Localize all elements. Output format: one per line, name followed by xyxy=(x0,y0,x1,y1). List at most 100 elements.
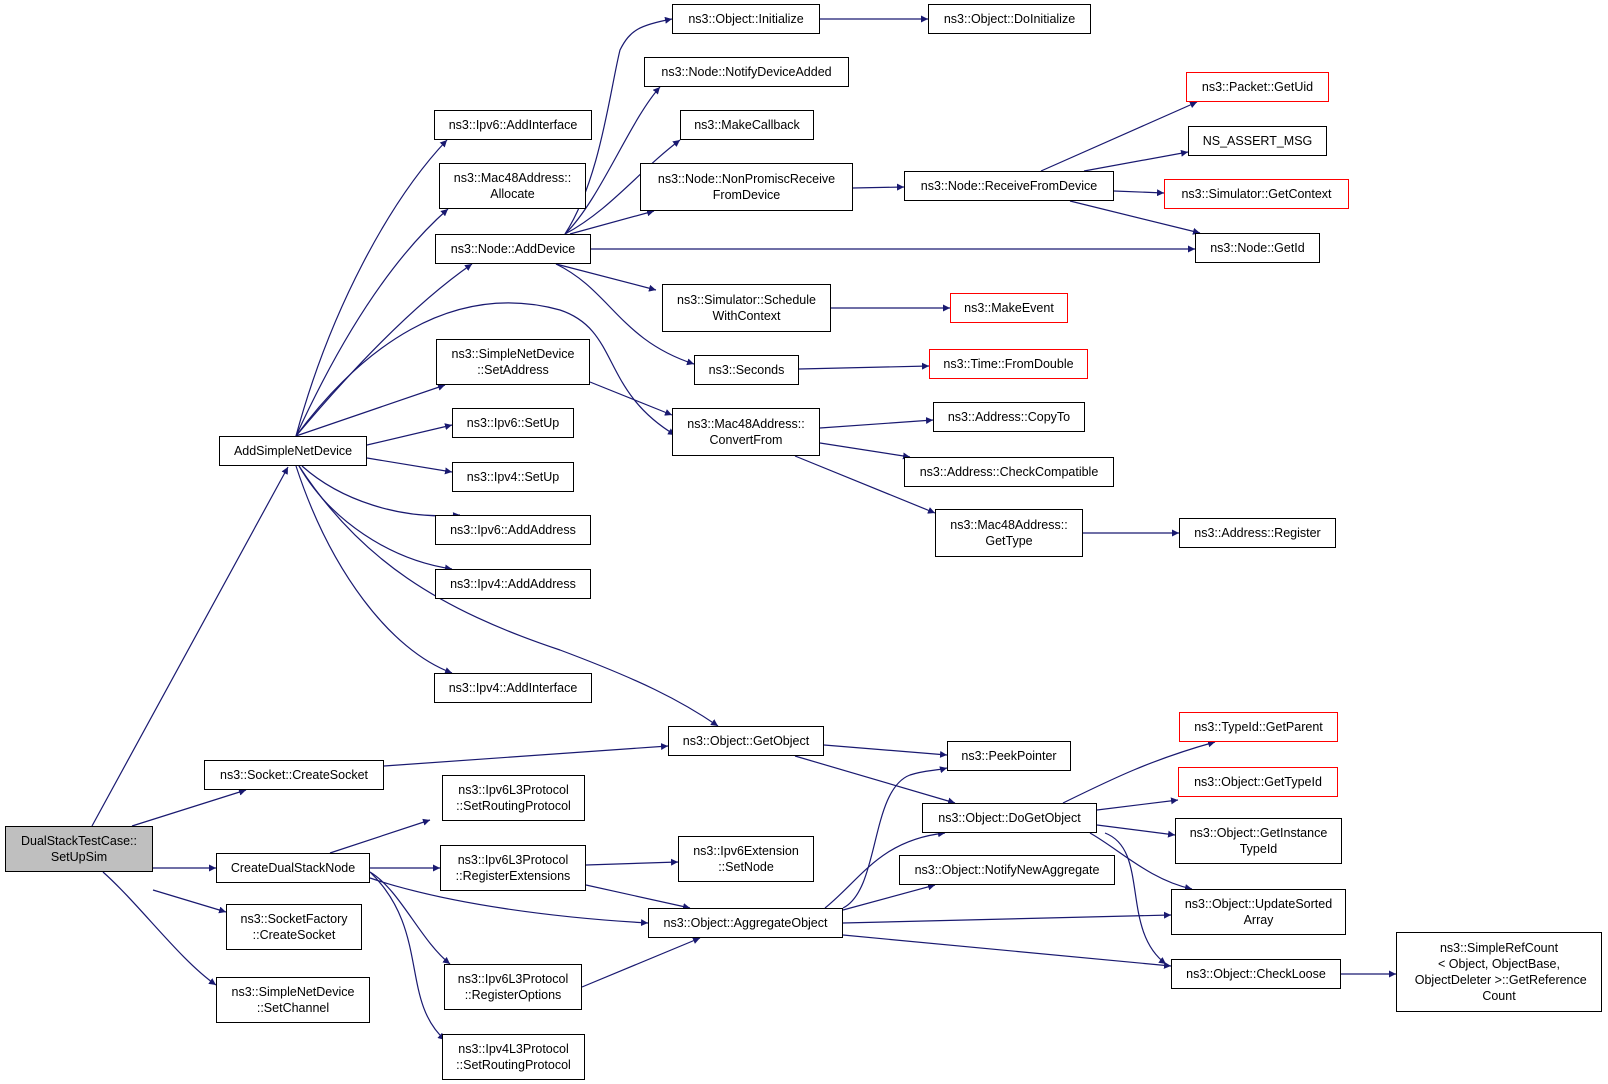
edge-sndsetaddr-macconvert xyxy=(589,381,673,416)
edge-dogetobj-updsorted xyxy=(1089,832,1193,891)
edge-nodeadddev-notify xyxy=(564,86,661,235)
edge-add-ipv4setup xyxy=(366,457,453,475)
edge-v6regext-aggobj xyxy=(585,884,691,910)
node-socket-create-socket[interactable]: ns3::Socket::CreateSocket xyxy=(204,760,384,790)
edge-getobject-dogetobj xyxy=(794,755,956,805)
node-node-notify-device-added[interactable]: ns3::Node::NotifyDeviceAdded xyxy=(644,57,849,87)
node-seconds[interactable]: ns3::Seconds xyxy=(694,355,799,385)
edge-root-sockfactory xyxy=(152,889,227,914)
node-ipv4-add-interface[interactable]: ns3::Ipv4::AddInterface xyxy=(434,673,592,703)
node-object-do-get-object[interactable]: ns3::Object::DoGetObject xyxy=(922,803,1097,833)
node-ipv6l3-register-extensions[interactable]: ns3::Ipv6L3Protocol ::RegisterExtensions xyxy=(440,845,586,891)
edge-add-nodeadddev xyxy=(295,263,473,437)
edge-getobject-peekpointer xyxy=(823,744,948,758)
edge-aggobj-dogetobj xyxy=(824,830,946,909)
node-ipv4-add-address[interactable]: ns3::Ipv4::AddAddress xyxy=(435,569,591,599)
edge-root-createsocket xyxy=(131,788,247,827)
edge-macconvert-macgettype xyxy=(794,455,936,514)
node-peek-pointer[interactable]: ns3::PeekPointer xyxy=(947,741,1071,771)
node-node-receive-from-device[interactable]: ns3::Node::ReceiveFromDevice xyxy=(904,171,1114,201)
edge-recvfromdev-getuid xyxy=(1040,101,1198,172)
node-packet-get-uid[interactable]: ns3::Packet::GetUid xyxy=(1186,72,1329,102)
node-mac48-get-type[interactable]: ns3::Mac48Address:: GetType xyxy=(935,509,1083,557)
edge-recvfromdev-getid xyxy=(1069,200,1201,235)
edge-add-sndsetaddr xyxy=(295,383,446,437)
edge-nodeadddev-makecallback xyxy=(564,139,681,235)
node-socket-factory-create-socket[interactable]: ns3::SocketFactory ::CreateSocket xyxy=(226,904,362,950)
edge-dogetobj-checkloose xyxy=(1104,832,1167,965)
node-ns-assert-msg[interactable]: NS_ASSERT_MSG xyxy=(1188,126,1327,156)
edge-dogetobj-getinsttypeid xyxy=(1096,824,1176,838)
node-ipv6l3-register-options[interactable]: ns3::Ipv6L3Protocol ::RegisterOptions xyxy=(444,964,582,1010)
edge-add-macalloc xyxy=(295,208,449,437)
node-simulator-get-context[interactable]: ns3::Simulator::GetContext xyxy=(1164,179,1349,209)
node-ipv4l3-set-routing-protocol[interactable]: ns3::Ipv4L3Protocol ::SetRoutingProtocol xyxy=(442,1034,585,1080)
node-simulator-schedule-with-context[interactable]: ns3::Simulator::Schedule WithContext xyxy=(662,284,831,332)
node-simple-net-device-set-address[interactable]: ns3::SimpleNetDevice ::SetAddress xyxy=(436,339,590,385)
edge-add-ipv6addaddr xyxy=(301,465,461,520)
node-node-add-device[interactable]: ns3::Node::AddDevice xyxy=(435,234,591,264)
edge-dogetobj-getparent xyxy=(1062,740,1216,804)
node-object-check-loose[interactable]: ns3::Object::CheckLoose xyxy=(1171,959,1341,989)
node-dualstack-setupsim[interactable]: DualStackTestCase:: SetUpSim xyxy=(5,826,153,872)
node-object-do-initialize[interactable]: ns3::Object::DoInitialize xyxy=(928,4,1091,34)
edge-macconvert-checkcompat xyxy=(819,442,911,460)
edge-createsocket-getobject xyxy=(383,743,669,767)
edge-v6regext-extsetnode xyxy=(585,858,679,866)
edge-root-setchannel xyxy=(102,871,217,986)
edge-createdual-v6regopt xyxy=(369,871,451,965)
node-address-check-compatible[interactable]: ns3::Address::CheckCompatible xyxy=(904,457,1114,487)
edge-aggobj-checkloose xyxy=(842,934,1172,969)
node-ipv6l3-set-routing-protocol[interactable]: ns3::Ipv6L3Protocol ::SetRoutingProtocol xyxy=(442,775,585,821)
edge-createdual-v6setrouting xyxy=(329,818,431,854)
edge-seconds-fromdouble xyxy=(798,362,930,370)
node-object-aggregate-object[interactable]: ns3::Object::AggregateObject xyxy=(648,908,843,938)
node-node-nonpromisc-receive[interactable]: ns3::Node::NonPromiscReceive FromDevice xyxy=(640,163,853,211)
node-add-simple-net-device[interactable]: AddSimpleNetDevice xyxy=(219,436,367,466)
node-object-update-sorted-array[interactable]: ns3::Object::UpdateSorted Array xyxy=(1171,889,1346,935)
node-object-get-instance-typeid[interactable]: ns3::Object::GetInstance TypeId xyxy=(1175,818,1342,864)
edge-v6regopt-aggobj xyxy=(581,937,701,988)
edge-aggobj-updsorted xyxy=(842,911,1172,924)
node-ipv6-add-address[interactable]: ns3::Ipv6::AddAddress xyxy=(435,515,591,545)
edge-nodeadddev-schedctx xyxy=(555,263,657,292)
edge-add-ipv4addif xyxy=(295,465,453,674)
edge-nodeadddev-seconds xyxy=(555,263,695,366)
node-mac48-convert-from[interactable]: ns3::Mac48Address:: ConvertFrom xyxy=(672,408,820,456)
node-ipv6-extension-set-node[interactable]: ns3::Ipv6Extension ::SetNode xyxy=(678,836,814,882)
edge-add-macconvert xyxy=(295,302,676,437)
edge-root-addsimple xyxy=(91,466,289,827)
edge-aggobj-peekpointer xyxy=(842,766,948,909)
node-object-get-object[interactable]: ns3::Object::GetObject xyxy=(668,726,824,756)
node-object-get-typeid[interactable]: ns3::Object::GetTypeId xyxy=(1178,767,1338,797)
node-ipv6-add-interface[interactable]: ns3::Ipv6::AddInterface xyxy=(434,110,592,140)
node-make-callback[interactable]: ns3::MakeCallback xyxy=(680,110,814,140)
node-ipv6-setup[interactable]: ns3::Ipv6::SetUp xyxy=(452,408,574,438)
node-ipv4-setup[interactable]: ns3::Ipv4::SetUp xyxy=(452,462,574,492)
node-object-initialize[interactable]: ns3::Object::Initialize xyxy=(672,4,820,34)
edge-macconvert-copyto xyxy=(819,417,934,429)
node-address-copy-to[interactable]: ns3::Address::CopyTo xyxy=(933,402,1085,432)
node-address-register[interactable]: ns3::Address::Register xyxy=(1179,518,1336,548)
node-object-notify-new-aggregate[interactable]: ns3::Object::NotifyNewAggregate xyxy=(899,855,1115,885)
edge-createdual-aggobj xyxy=(369,877,649,927)
node-typeid-get-parent[interactable]: ns3::TypeId::GetParent xyxy=(1179,712,1338,742)
node-make-event[interactable]: ns3::MakeEvent xyxy=(950,293,1068,323)
node-node-get-id[interactable]: ns3::Node::GetId xyxy=(1195,233,1320,263)
edge-add-ipv6setup xyxy=(366,423,453,446)
edge-nonpromisc-recvfromdev xyxy=(852,183,905,191)
edge-add-ipv6addif xyxy=(295,139,448,437)
edge-createdual-v4setrouting xyxy=(369,871,446,1041)
node-simple-ref-count-get-reference-count[interactable]: ns3::SimpleRefCount < Object, ObjectBase… xyxy=(1396,932,1602,1012)
edge-recvfromdev-nsassert xyxy=(1083,149,1189,172)
edge-aggobj-notifynewagg xyxy=(842,883,936,911)
node-simple-net-device-set-channel[interactable]: ns3::SimpleNetDevice ::SetChannel xyxy=(216,977,370,1023)
node-time-from-double[interactable]: ns3::Time::FromDouble xyxy=(929,349,1088,379)
edge-add-getobject xyxy=(298,465,719,727)
node-create-dual-stack-node[interactable]: CreateDualStackNode xyxy=(216,853,370,883)
edge-nodeadddev-objinit xyxy=(564,16,673,235)
edge-nodeadddev-nonpromisc xyxy=(569,209,655,235)
node-mac48-allocate[interactable]: ns3::Mac48Address:: Allocate xyxy=(439,163,586,209)
